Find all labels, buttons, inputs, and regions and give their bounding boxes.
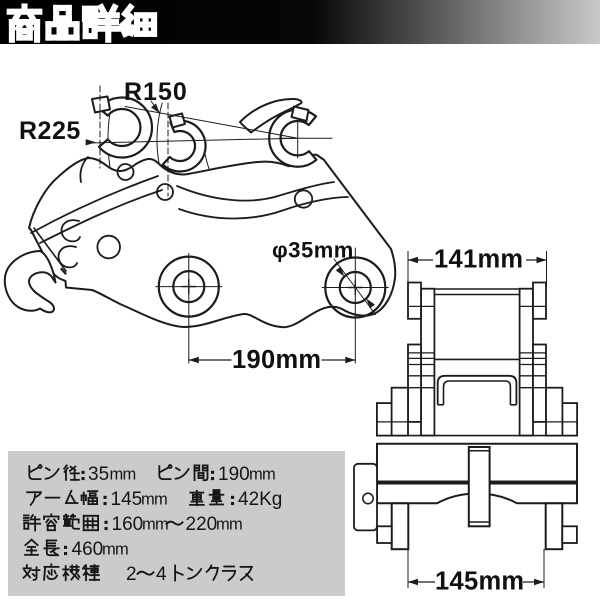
svg-text:φ35mm: φ35mm (272, 238, 354, 263)
svg-text:42Kg: 42Kg (238, 489, 282, 510)
svg-text:4: 4 (156, 564, 167, 585)
svg-text:mm: mm (110, 466, 136, 484)
svg-text:141mm: 141mm (434, 246, 523, 274)
svg-text:R225: R225 (19, 117, 81, 145)
svg-text:220: 220 (186, 514, 218, 535)
svg-text:mm: mm (102, 541, 128, 559)
svg-text:R150: R150 (124, 78, 188, 106)
svg-text:mm: mm (142, 516, 168, 534)
svg-text:35: 35 (88, 464, 109, 485)
svg-text:160: 160 (112, 514, 144, 535)
svg-text:145mm: 145mm (435, 568, 524, 596)
svg-text:mm: mm (249, 466, 275, 484)
svg-text:mm: mm (216, 516, 242, 534)
svg-text:145: 145 (111, 489, 143, 510)
svg-text:190mm: 190mm (232, 346, 321, 374)
svg-text:460: 460 (72, 539, 104, 560)
svg-text:mm: mm (141, 491, 167, 509)
svg-text:190: 190 (218, 464, 250, 485)
svg-text:2: 2 (126, 564, 137, 585)
